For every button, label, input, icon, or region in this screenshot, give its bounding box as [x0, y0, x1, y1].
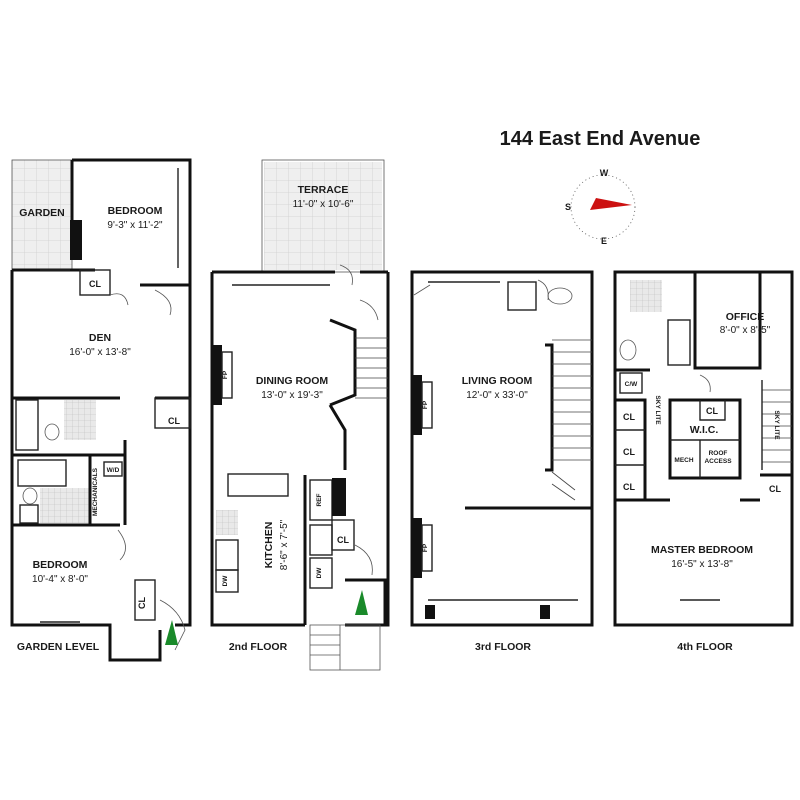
compass-east: E [601, 236, 607, 246]
compass-icon: W S E [565, 168, 636, 246]
closet-garden-3: CL [137, 597, 147, 609]
floor-label-2nd: 2nd FLOOR [229, 641, 288, 653]
washer-dryer-label: W/D [107, 467, 120, 474]
room-living-dim: 12'-0" x 33'-0" [466, 390, 528, 401]
room-den-dim: 16'-0" x 13'-8" [69, 347, 131, 358]
closet-4th-2: CL [623, 447, 635, 457]
room-bedroom-bottom-dim: 10'-4" x 8'-0" [32, 574, 88, 585]
compass-south: S [565, 202, 571, 212]
dishwasher-label: DW [316, 567, 323, 579]
entry-arrow-icon-2 [355, 590, 368, 615]
room-kitchen-name: KITCHEN [263, 522, 275, 569]
room-terrace-dim: 11'-0" x 10'-6" [293, 199, 354, 210]
room-kitchen-dim: 8'-6" x 7'-5" [279, 519, 290, 570]
room-bedroom-top-name: BEDROOM [108, 205, 163, 217]
floor-label-garden: GARDEN LEVEL [17, 641, 100, 653]
room-wic-label: W.I.C. [690, 424, 719, 436]
entry-arrow-icon [165, 620, 178, 645]
fireplace-3rd-2: FP [422, 543, 429, 552]
page-title: 144 East End Avenue [500, 128, 701, 150]
room-dining-name: DINING ROOM [256, 375, 329, 387]
floor-label-4th: 4th FLOOR [677, 641, 733, 653]
garden-level-plan [10, 158, 192, 662]
room-master-bedroom-dim: 16'-5" x 13'-8" [671, 559, 733, 570]
compass-west: W [600, 168, 609, 178]
fourth-floor-plan [613, 270, 794, 627]
dishwasher-label-2: DW [222, 575, 229, 587]
skylite-2: SKY LITE [773, 410, 780, 440]
second-floor-plan [210, 159, 390, 671]
room-dining-dim: 13'-0" x 19'-3" [261, 390, 323, 401]
closet-garden-1: CL [89, 279, 101, 289]
room-office-dim: 8'-0" x 8'-5" [720, 325, 771, 336]
mechanicals-label: MECHANICALS [92, 467, 99, 516]
closet-4th-5: CL [769, 484, 781, 494]
skylite-1: SKY LITE [654, 395, 661, 425]
refrigerator-label: REF [316, 493, 323, 506]
compass-needle [590, 198, 632, 210]
closet-garden-2: CL [168, 416, 180, 426]
room-bedroom-bottom-name: BEDROOM [33, 559, 88, 571]
coat-closet-label: C/W [625, 381, 639, 388]
room-office-name: OFFICE [726, 311, 765, 323]
room-living-name: LIVING ROOM [462, 375, 533, 387]
room-bedroom-top-dim: 9'-3" x 11'-2" [107, 220, 163, 231]
fireplace-2nd: FP [222, 370, 229, 379]
room-master-bedroom-name: MASTER BEDROOM [651, 544, 753, 556]
third-floor-plan [410, 270, 594, 627]
fireplace-3rd-1: FP [422, 400, 429, 409]
room-terrace-name: TERRACE [298, 184, 349, 196]
room-den-name: DEN [89, 332, 111, 344]
floor-label-3rd: 3rd FLOOR [475, 641, 531, 653]
closet-4th-1: CL [623, 412, 635, 422]
closet-4th-4: CL [706, 406, 718, 416]
closet-2nd: CL [337, 535, 349, 545]
closet-4th-3: CL [623, 482, 635, 492]
roof-access-label-1: ROOF [709, 450, 728, 457]
room-garden: GARDEN [19, 207, 65, 219]
mech-label: MECH [674, 457, 693, 464]
roof-access-label-2: ACCESS [704, 458, 732, 465]
